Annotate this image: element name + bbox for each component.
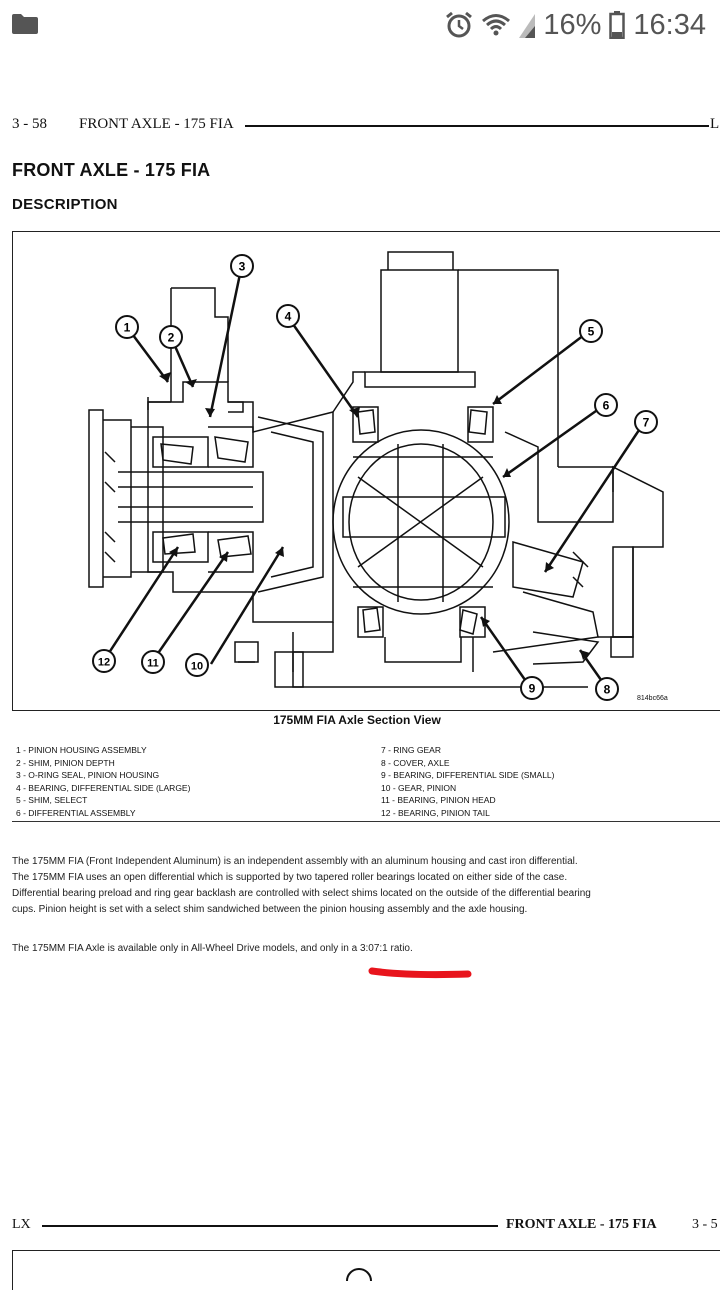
callout-4: 4 [276, 304, 300, 328]
battery-percent: 16% [543, 8, 602, 41]
battery-icon [609, 11, 626, 39]
legend-item: 1 - PINION HOUSING ASSEMBLY [16, 745, 147, 755]
status-icons: 16% 16:34 [445, 6, 706, 44]
callout-3: 3 [230, 254, 254, 278]
callout-9: 9 [520, 676, 544, 700]
footer-section-title: FRONT AXLE - 175 FIA [506, 1217, 657, 1232]
svg-text:1: 1 [124, 321, 131, 335]
clock: 16:34 [633, 8, 706, 41]
section-heading: DESCRIPTION [12, 196, 118, 213]
legend-item: 8 - COVER, AXLE [381, 757, 450, 768]
svg-text:6: 6 [603, 399, 610, 413]
description-paragraph-2: The 175MM FIA Axle is available only in … [12, 943, 413, 954]
callout-2: 2 [159, 325, 183, 349]
axle-section-figure: 1 2 3 4 5 6 7 8 9 10 11 12 814bc66a [12, 231, 720, 711]
svg-text:10: 10 [191, 661, 203, 673]
callout-11: 11 [141, 650, 165, 674]
legend-left: 1 - PINION HOUSING ASSEMBLY 2 - SHIM, PI… [16, 744, 190, 819]
page-header: 3 - 58 FRONT AXLE - 175 FIA L [12, 116, 720, 138]
legend-item: 12 - BEARING, PINION TAIL [381, 807, 490, 818]
status-bar: 16% 16:34 [0, 0, 720, 50]
arrow-heads [159, 372, 590, 660]
svg-text:2: 2 [168, 331, 175, 345]
partial-callout [346, 1268, 372, 1282]
callout-1: 1 [115, 315, 139, 339]
svg-text:4: 4 [285, 310, 292, 324]
callouts: 1 2 3 4 5 6 7 8 9 10 11 12 [92, 254, 658, 701]
legend-item: 4 - BEARING, DIFFERENTIAL SIDE (LARGE) [16, 782, 191, 793]
red-underline-annotation [368, 967, 472, 979]
alarm-icon [446, 11, 473, 38]
axle-diagram: 1 2 3 4 5 6 7 8 9 10 11 12 814bc66a [88, 251, 668, 702]
header-right-tag: L [710, 116, 720, 132]
legend-right: 7 - RING GEAR 8 - COVER, AXLE 9 - BEARIN… [381, 744, 555, 819]
footer-rule [42, 1225, 498, 1227]
callout-8: 8 [595, 677, 619, 701]
callout-5: 5 [579, 319, 603, 343]
legend-item: 5 - SHIM, SELECT [16, 795, 88, 805]
svg-text:9: 9 [529, 682, 536, 696]
svg-text:12: 12 [98, 657, 110, 669]
description-paragraph-1: The 175MM FIA (Front Independent Aluminu… [12, 856, 591, 915]
figure-caption: 175MM FIA Axle Section View [273, 713, 441, 727]
svg-text:7: 7 [643, 416, 650, 430]
footer-left-tag: LX [12, 1217, 31, 1232]
legend-item: 7 - RING GEAR [381, 745, 441, 755]
legend-divider [12, 821, 720, 822]
callout-12: 12 [92, 649, 116, 673]
axle-drawing [88, 251, 664, 688]
folder-icon[interactable] [12, 14, 38, 34]
legend-item: 11 - BEARING, PINION HEAD [381, 795, 496, 805]
wifi-icon [482, 14, 511, 36]
header-rule [245, 125, 709, 127]
legend-item: 9 - BEARING, DIFFERENTIAL SIDE (SMALL) [381, 770, 555, 780]
svg-text:11: 11 [147, 658, 159, 670]
header-section-title: FRONT AXLE - 175 FIA [79, 116, 234, 132]
callout-6: 6 [594, 393, 618, 417]
page-number: 3 - 58 [12, 116, 47, 132]
next-page-figure-edge [12, 1250, 720, 1290]
legend-item: 6 - DIFFERENTIAL ASSEMBLY [16, 807, 136, 818]
svg-text:8: 8 [604, 683, 611, 697]
callout-7: 7 [634, 410, 658, 434]
legend-item: 10 - GEAR, PINION [381, 782, 457, 793]
page-footer: LX FRONT AXLE - 175 FIA 3 - 5 [12, 1217, 720, 1237]
legend-item: 3 - O-RING SEAL, PINION HOUSING [16, 770, 160, 780]
callout-10: 10 [185, 653, 209, 677]
svg-text:3: 3 [239, 260, 246, 274]
footer-page-number: 3 - 5 [692, 1217, 718, 1232]
leader-lines [101, 273, 645, 688]
document-title: FRONT AXLE - 175 FIA [12, 160, 211, 180]
figure-ref-code: 814bc66a [637, 695, 668, 702]
svg-text:5: 5 [588, 325, 595, 339]
signal-icon [519, 14, 536, 38]
legend-item: 2 - SHIM, PINION DEPTH [16, 757, 115, 768]
